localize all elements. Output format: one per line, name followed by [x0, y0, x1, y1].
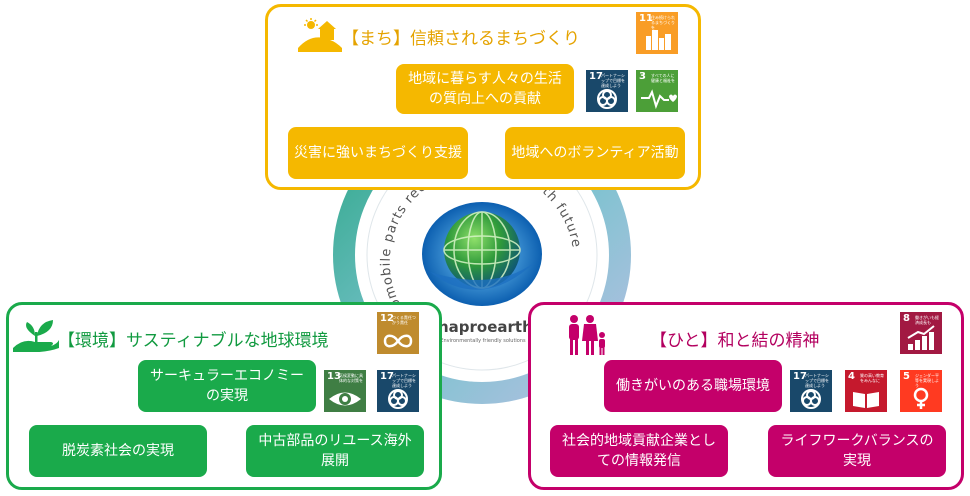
hito-box-info: 社会的地域貢献企業としての情報発信	[550, 425, 728, 477]
machi-box-quality-of-life: 地域に暮らす人々の生活の質向上への貢献	[396, 64, 574, 114]
machi-title: 【まち】信頼されるまちづくり	[342, 24, 580, 49]
hito-title: 【ひと】和と結の精神	[650, 326, 820, 351]
logo-name: naproearth	[438, 318, 528, 336]
machi-box-volunteer: 地域へのボランティア活動	[505, 127, 685, 179]
kankyo-box-decarbonization: 脱炭素社会の実現	[29, 425, 207, 477]
town-icon	[298, 18, 342, 52]
machi-box-disaster: 災害に強いまちづくり支援	[288, 127, 468, 179]
family-icon	[564, 313, 608, 357]
kankyo-title: 【環境】サスティナブルな地球環境	[58, 326, 329, 351]
kankyo-box-circular-economy: サーキュラーエコノミーの実現	[138, 360, 316, 412]
hito-box-workplace: 働きがいのある職場環境	[604, 360, 782, 412]
hito-box-work-life-balance: ライフワークバランスの実現	[768, 425, 946, 477]
logo-tagline: Environmentally friendly solutions	[438, 338, 528, 344]
kankyo-box-parts-reuse: 中古部品のリユース海外展開	[246, 425, 424, 477]
sprout-hand-icon	[13, 318, 59, 352]
globe-logo-icon	[415, 192, 550, 312]
